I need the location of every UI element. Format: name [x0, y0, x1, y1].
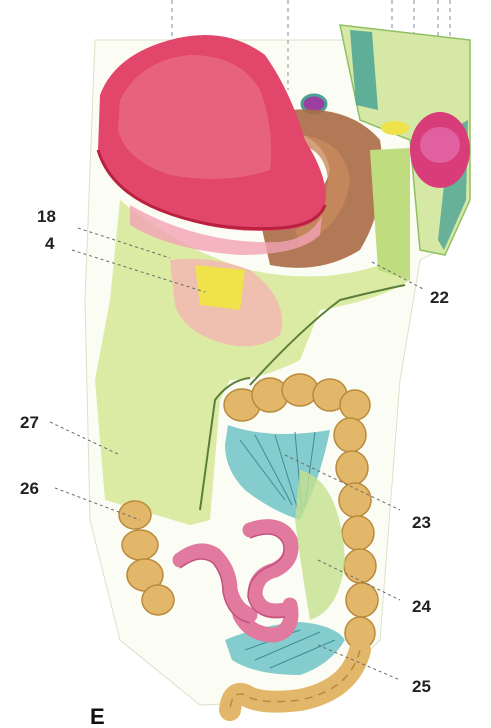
label-23: 23	[412, 513, 431, 532]
label-27: 27	[20, 413, 39, 432]
yellow-pancreas	[195, 265, 245, 310]
label-22: 22	[430, 288, 449, 307]
panel-letter: E	[90, 704, 105, 728]
label-25: 25	[412, 677, 431, 696]
label-4: 4	[45, 234, 55, 253]
right-pink-organ-highlight	[420, 127, 460, 163]
label-18: 18	[37, 207, 56, 226]
label-24: 24	[412, 597, 431, 616]
label-26: 26	[20, 479, 39, 498]
yellow-small-structure	[381, 121, 409, 135]
